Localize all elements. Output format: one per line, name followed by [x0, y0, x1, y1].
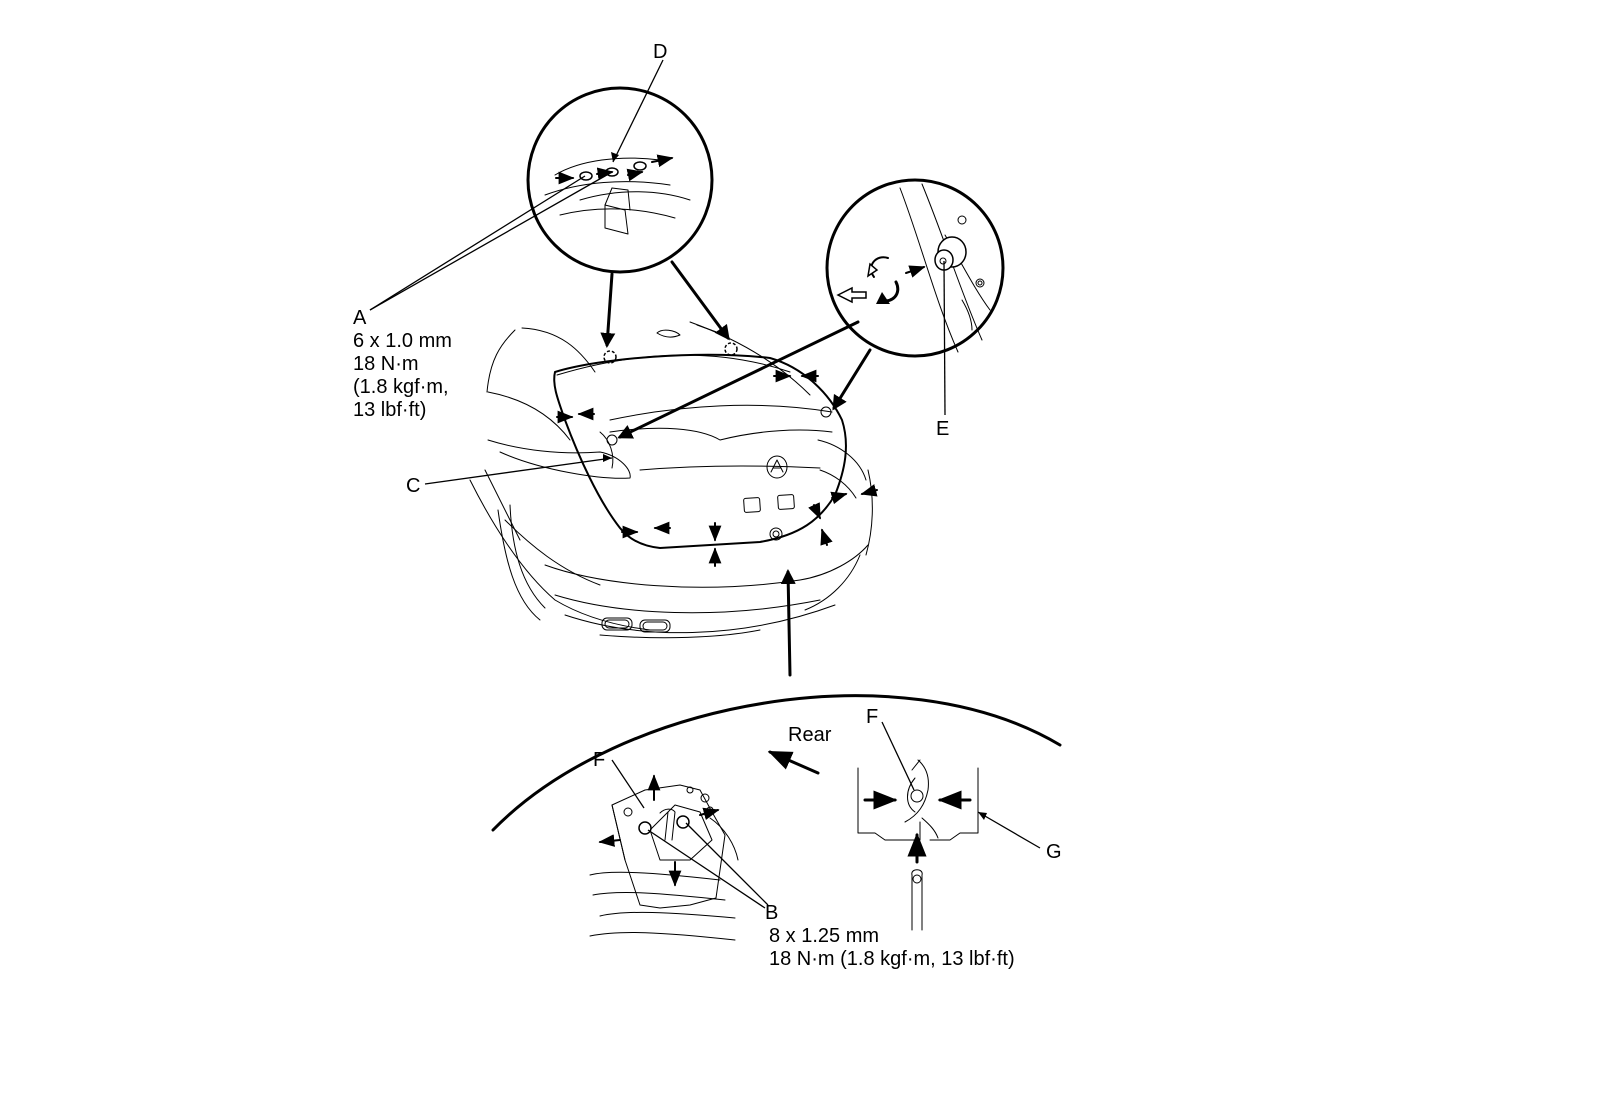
hinge-detail-circle: [526, 86, 730, 348]
label-rear: Rear: [788, 724, 832, 746]
spec-a-line-1: 6 x 1.0 mm: [353, 330, 452, 352]
spec-b-line-2: 18 N·m (1.8 kgf·m, 13 lbf·ft): [769, 948, 1015, 970]
label-c: C: [406, 475, 420, 497]
label-e: E: [936, 418, 949, 440]
spec-a-line-3: (1.8 kgf·m,: [353, 376, 449, 398]
striker-detail: [491, 569, 1062, 941]
spec-a-line-2: 18 N·m: [353, 353, 419, 375]
label-f-left: F: [593, 749, 605, 771]
spec-a-line-4: 13 lbf·ft): [353, 399, 426, 421]
label-d: D: [653, 41, 667, 63]
gap-check-arrows: [556, 369, 878, 567]
label-leaders: [369, 59, 946, 485]
spec-b-line-1: 8 x 1.25 mm: [769, 925, 879, 947]
label-a: A: [353, 307, 367, 329]
label-g: G: [1046, 841, 1062, 863]
car-rear-view: [469, 321, 873, 639]
label-f-right: F: [866, 706, 878, 728]
label-b: B: [765, 902, 778, 924]
cushion-detail-circle: [617, 178, 1005, 439]
